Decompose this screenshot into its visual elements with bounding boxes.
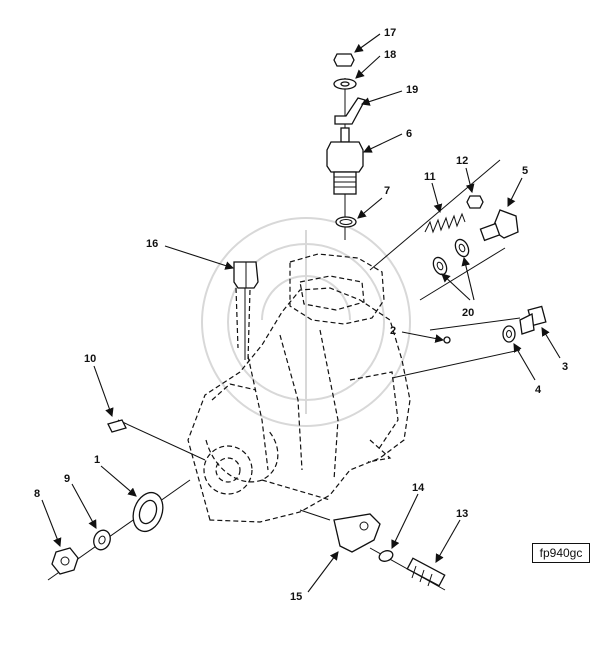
part-14-o-ring [378, 550, 394, 562]
part-18-washer [333, 78, 357, 90]
part-3-bolt [519, 305, 547, 335]
callout-11: 11 [424, 171, 436, 183]
callout-4: 4 [535, 384, 542, 396]
callout-13: 13 [456, 508, 468, 520]
callout-3: 3 [562, 361, 568, 373]
injection-pump-body [187, 253, 411, 523]
callout-labels: 17 18 19 6 12 5 11 7 16 20 2 3 4 10 1 9 … [34, 27, 568, 603]
callout-15: 15 [290, 591, 302, 603]
part-7-o-ring [335, 216, 357, 228]
part-9-washer [93, 529, 111, 551]
part-5-bolt [479, 209, 519, 242]
callout-12: 12 [456, 155, 468, 167]
part-4-washer [502, 325, 516, 343]
part-19-lever [334, 97, 366, 125]
assembly-lines [47, 78, 521, 591]
part-6-solenoid [326, 127, 364, 195]
callout-17: 17 [384, 27, 396, 39]
part-8-nut [51, 547, 79, 575]
part-12-nut [466, 195, 484, 209]
part-2-pin [443, 336, 451, 344]
callout-6: 6 [406, 128, 412, 140]
callout-18: 18 [384, 49, 396, 61]
callout-19: 19 [406, 84, 418, 96]
part-15-bracket [333, 513, 381, 553]
callout-9: 9 [64, 473, 70, 485]
watermark-logo [201, 217, 411, 427]
callout-20: 20 [462, 307, 474, 319]
callout-5: 5 [522, 165, 528, 177]
part-17-nut [333, 53, 355, 67]
callout-10: 10 [84, 353, 96, 365]
part-1-seal [132, 491, 164, 533]
part-10-key [107, 419, 127, 433]
callout-8: 8 [34, 488, 40, 500]
callout-7: 7 [384, 185, 390, 197]
part-11-spring [424, 212, 466, 234]
figure-reference-code: fp940gc [532, 543, 590, 563]
callout-1: 1 [94, 454, 100, 466]
part-16-fitting [233, 261, 259, 289]
part-13-screw [406, 557, 446, 587]
callout-14: 14 [412, 482, 425, 494]
callout-16: 16 [146, 238, 158, 250]
callout-2: 2 [390, 325, 396, 337]
leader-lines [41, 33, 561, 593]
part-20-washers [432, 238, 470, 276]
